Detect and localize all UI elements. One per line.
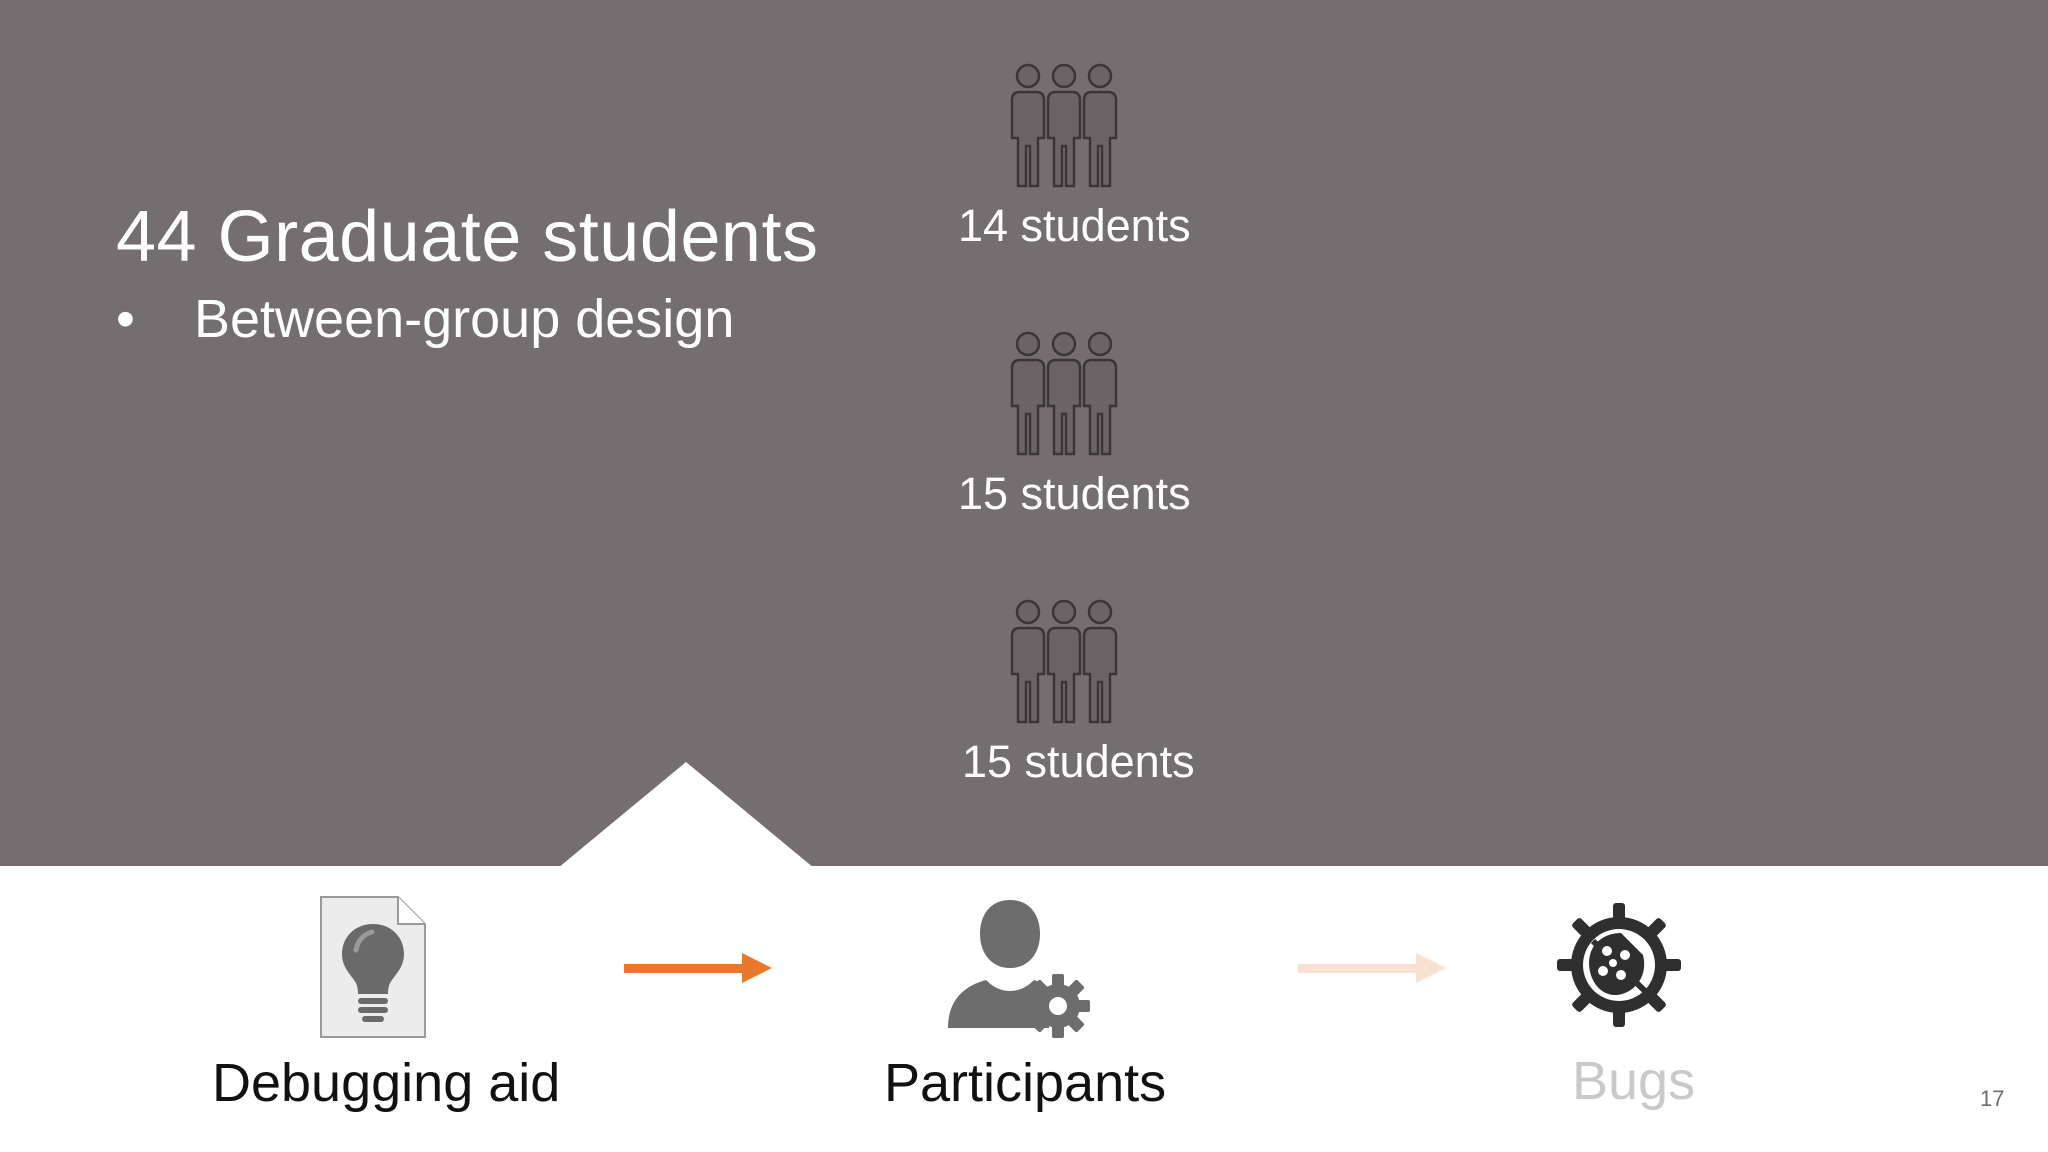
people-group-icon (1010, 599, 1118, 724)
arrow-right-icon (1298, 953, 1446, 983)
flow-label-bugs: Bugs (1572, 1051, 1696, 1111)
panel-notch (558, 762, 814, 868)
group-count-label: 15 students (962, 736, 1195, 787)
slide-title: 44 Graduate students (116, 197, 819, 277)
flow-label-participants: Participants (884, 1053, 1167, 1113)
bug-icon (1557, 903, 1681, 1027)
people-group-icon (1010, 63, 1118, 188)
lightbulb-document-icon (320, 896, 426, 1038)
arrow-right-icon (624, 953, 772, 983)
people-group-icon (1010, 331, 1118, 456)
flow-label-debugging-aid: Debugging aid (212, 1053, 561, 1113)
student-group-3: 15 students (950, 598, 1250, 818)
page-number: 17 (1980, 1086, 2005, 1111)
student-group-1: 14 students (950, 62, 1250, 282)
group-count-label: 15 students (958, 468, 1191, 519)
user-gear-icon (948, 900, 1090, 1038)
student-group-2: 15 students (950, 330, 1250, 550)
bullet-marker: • (116, 289, 135, 349)
bullet-text: Between-group design (194, 289, 735, 349)
group-count-label: 14 students (958, 200, 1191, 251)
